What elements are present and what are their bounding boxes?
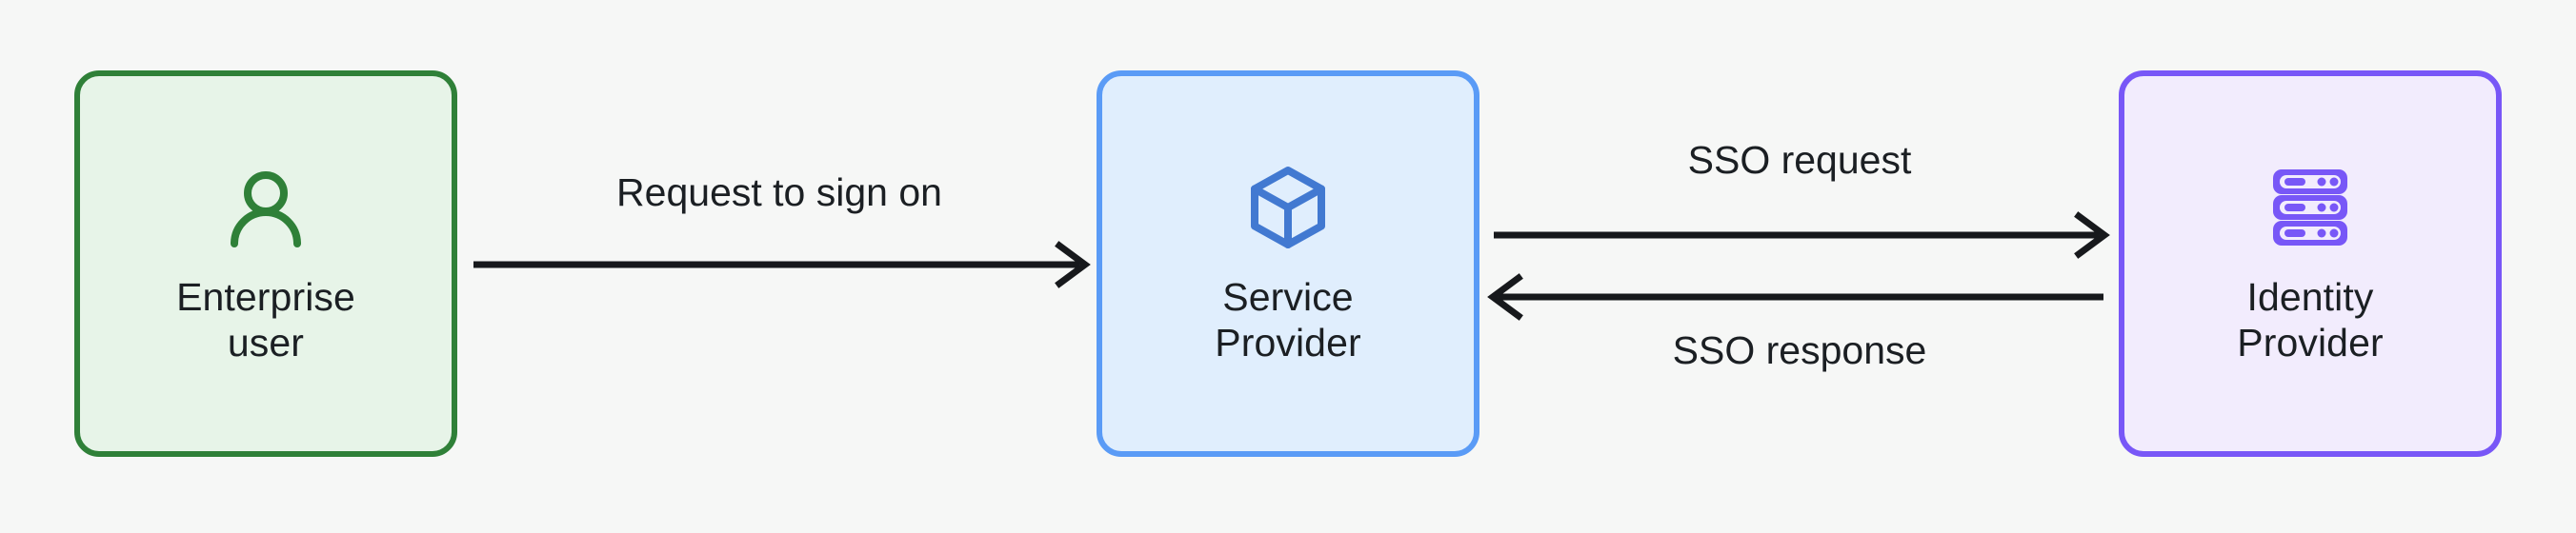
edge-sso-response: [1487, 273, 2103, 321]
node-label-enterprise-user: Enterprise user: [176, 274, 355, 365]
node-service-provider[interactable]: Service Provider: [1097, 70, 1479, 457]
server-rack-icon: [2264, 162, 2356, 253]
person-icon: [220, 162, 312, 253]
node-label-service-provider: Service Provider: [1215, 274, 1361, 365]
edge-label-sso-response: SSO response: [1672, 328, 1927, 372]
edge-label-sso-request: SSO request: [1687, 138, 1912, 182]
edge-sso-request: [1494, 211, 2110, 259]
node-label-identity-provider: Identity Provider: [2237, 274, 2384, 365]
edge-label-request-to-sign-on: Request to sign on: [616, 170, 942, 214]
edge-request-to-sign-on: [473, 241, 1091, 288]
node-enterprise-user[interactable]: Enterprise user: [74, 70, 457, 457]
cube-icon: [1242, 162, 1334, 253]
node-identity-provider[interactable]: Identity Provider: [2119, 70, 2502, 457]
